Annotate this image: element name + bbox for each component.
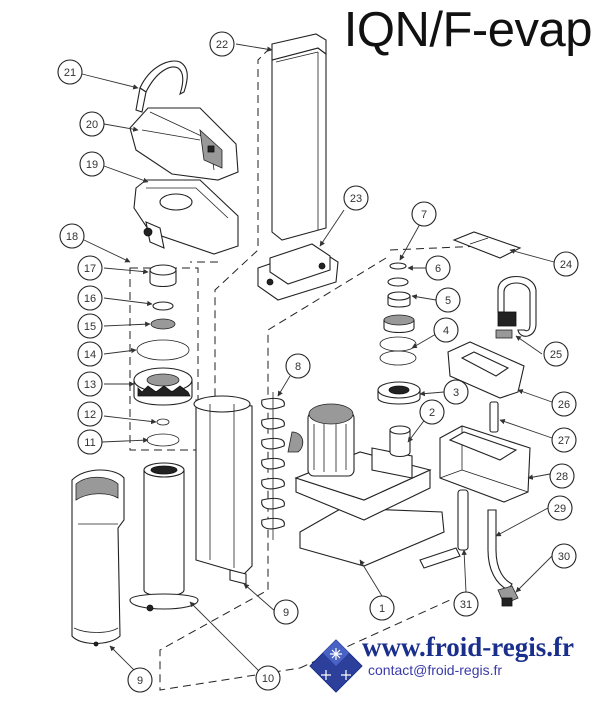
parts-11-14-seal-assembly xyxy=(133,339,193,447)
callout-1: 1 xyxy=(369,595,395,621)
callout-label: 10 xyxy=(262,673,274,685)
callout-label: 26 xyxy=(558,399,570,411)
part-23-duct-collar xyxy=(257,243,339,301)
callout-label: 4 xyxy=(443,325,449,337)
callout-16: 16 xyxy=(77,285,103,311)
diagram-title: IQN/F-evap xyxy=(343,3,593,57)
callout-label: 24 xyxy=(560,259,572,271)
part-21-handle xyxy=(135,60,188,113)
callout-6: 6 xyxy=(425,255,451,281)
callout-12: 12 xyxy=(77,401,103,427)
callout-label: 23 xyxy=(350,193,362,205)
callout-14: 14 xyxy=(77,341,103,367)
callout-31: 31 xyxy=(453,591,479,617)
motor-assembly xyxy=(287,403,445,567)
callout-label: 21 xyxy=(64,67,76,79)
leader-lines xyxy=(81,43,555,677)
callout-label: 9 xyxy=(283,607,289,619)
callout-29: 29 xyxy=(547,495,573,521)
callout-10: 10 xyxy=(255,665,281,691)
part-20-cover xyxy=(129,107,239,181)
parts-3-7-stack xyxy=(377,262,421,405)
part-25-valve xyxy=(495,276,537,339)
part-31-pipe xyxy=(419,489,469,569)
callout-label: 30 xyxy=(558,551,570,563)
part-22-duct xyxy=(271,33,327,241)
callout-19: 19 xyxy=(79,151,105,177)
callout-9-filter: 9 xyxy=(127,667,153,693)
callout-22: 22 xyxy=(209,31,235,57)
callout-8: 8 xyxy=(285,353,311,379)
callout-20: 20 xyxy=(79,111,105,137)
snowflake-logo-icon xyxy=(309,639,363,693)
part-30-fitting xyxy=(497,585,519,607)
callout-label: 9 xyxy=(137,675,143,687)
callout-23: 23 xyxy=(343,185,369,211)
callout-label: 2 xyxy=(429,407,435,419)
callout-label: 13 xyxy=(84,379,96,391)
callout-label: 16 xyxy=(84,293,96,305)
callout-label: 29 xyxy=(554,503,566,515)
callout-24: 24 xyxy=(553,251,579,277)
callout-17: 17 xyxy=(77,255,103,281)
callout-label: 8 xyxy=(295,361,301,373)
callout-28: 28 xyxy=(549,463,575,489)
callout-label: 31 xyxy=(460,599,472,611)
part-8-spring xyxy=(261,392,285,540)
part-29-hose xyxy=(487,509,513,591)
callout-9-sleeve: 9 xyxy=(273,599,299,625)
callout-label: 6 xyxy=(435,263,441,275)
callout-13: 13 xyxy=(77,371,103,397)
callout-18: 18 xyxy=(59,223,85,249)
website-url: www.froid-regis.fr xyxy=(362,632,574,662)
part-24-lid xyxy=(452,231,522,259)
callout-26: 26 xyxy=(551,391,577,417)
callout-11: 11 xyxy=(77,429,103,455)
part-9-sleeve xyxy=(193,395,253,585)
callout-label: 22 xyxy=(216,39,228,51)
callout-25: 25 xyxy=(543,341,569,367)
callout-3: 3 xyxy=(443,379,469,405)
callout-15: 15 xyxy=(77,313,103,339)
callout-21: 21 xyxy=(57,59,83,85)
callout-label: 27 xyxy=(558,435,570,447)
callout-4: 4 xyxy=(433,317,459,343)
callout-label: 17 xyxy=(84,263,96,275)
part-10-column xyxy=(129,462,199,612)
callout-bubbles: 1 2 3 4 5 6 7 8 9 9 10 11 12 13 14 15 16… xyxy=(57,31,579,693)
callout-30: 30 xyxy=(551,543,577,569)
parts-15-17-rings xyxy=(149,264,177,330)
callout-label: 5 xyxy=(445,295,451,307)
part-28-reservoir xyxy=(439,425,531,503)
part-9-filter xyxy=(71,469,125,647)
callout-label: 20 xyxy=(86,119,98,131)
part-19-tray xyxy=(133,179,239,255)
callout-label: 18 xyxy=(66,231,78,243)
callout-27: 27 xyxy=(551,427,577,453)
part-27-tube xyxy=(489,401,499,433)
callout-label: 28 xyxy=(556,471,568,483)
callout-7: 7 xyxy=(411,201,437,227)
callout-label: 1 xyxy=(379,603,385,615)
callout-label: 12 xyxy=(84,409,96,421)
callout-5: 5 xyxy=(435,287,461,313)
contact-email: contact@froid-regis.fr xyxy=(368,662,503,678)
callout-2: 2 xyxy=(419,399,445,425)
callout-label: 19 xyxy=(86,159,98,171)
callout-label: 11 xyxy=(84,437,95,449)
callout-label: 3 xyxy=(453,387,459,399)
callout-label: 25 xyxy=(550,349,562,361)
callout-label: 15 xyxy=(84,321,96,333)
callout-label: 14 xyxy=(84,349,96,361)
callout-label: 7 xyxy=(421,209,427,221)
